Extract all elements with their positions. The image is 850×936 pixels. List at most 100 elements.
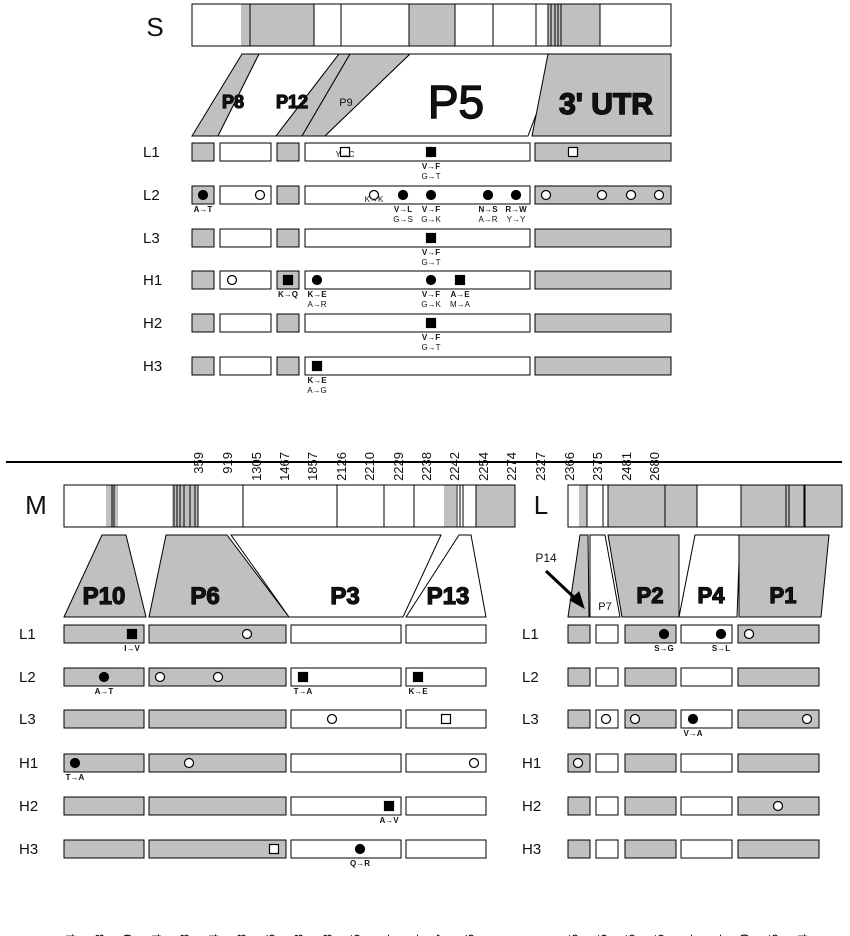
position-label: 433 [92, 934, 107, 936]
mutation-filled-square [297, 671, 309, 683]
gene-box-p14 [567, 667, 591, 687]
segment-label-m: M [25, 490, 47, 520]
segment-s-bar [191, 3, 672, 47]
mutation-open-circle [653, 189, 665, 201]
segment-l-panel: LP14P7P2P4P1L1L2L3H1H2H3S→GS→LV→A4558351… [522, 484, 843, 936]
position-label: 3561 [406, 934, 421, 936]
position-label: 2368 [320, 934, 335, 936]
region-label-p2: P2 [637, 583, 664, 608]
gene-box-3utr [534, 313, 672, 333]
gene-box-p7 [595, 753, 619, 773]
gene-box-p5 [304, 270, 531, 290]
position-label: 2327 [533, 452, 548, 481]
strain-label-l2: L2 [19, 669, 36, 686]
gene-box-p4 [680, 667, 733, 687]
mutation-open-circle [183, 757, 195, 769]
gene-box-p3 [290, 667, 402, 687]
nt-change: A→R [478, 215, 497, 224]
gene-box-p5 [304, 356, 531, 376]
mutation-open-square [567, 146, 579, 158]
position-label: 2210 [362, 452, 377, 481]
mutation-open-circle [743, 628, 755, 640]
mutation-open-circle [572, 757, 584, 769]
gene-box-p8 [191, 228, 215, 248]
gene-box-3utr [534, 270, 672, 290]
strain-label-h3: H3 [143, 358, 162, 375]
segment-label-l: L [534, 490, 548, 520]
nt-change: G→K [421, 300, 441, 309]
position-label: 2229 [391, 452, 406, 481]
gene-box-p12b [276, 356, 300, 376]
segment-s-bar-shade [409, 4, 428, 46]
strain-label-l1: L1 [522, 626, 539, 643]
gene-box-3utr [534, 228, 672, 248]
segment-m-bar-shade [476, 485, 515, 527]
region-label-p5: P5 [428, 76, 484, 128]
position-label: 2238 [419, 452, 434, 481]
strain-label-l2: L2 [522, 669, 539, 686]
aa-change: S→G [654, 644, 674, 653]
segment-m-bar-shade [444, 485, 456, 527]
position-label: 3626 [462, 934, 477, 936]
gene-box-p3 [290, 709, 402, 729]
region-3utr [531, 53, 672, 137]
gene-box-p2 [624, 839, 677, 859]
aa-change: K→Q [278, 290, 298, 299]
gene-box-p1 [737, 667, 820, 687]
gene-box-p5 [304, 185, 531, 205]
strain-label-h2: H2 [522, 798, 541, 815]
gene-box-p3 [290, 624, 402, 644]
region-label-p9: P9 [339, 97, 352, 109]
aa-change: V→F [422, 248, 440, 257]
gene-box-p2 [624, 709, 677, 729]
position-label: 2254 [476, 452, 491, 481]
gene-box-p4 [680, 796, 733, 816]
region-label-p13: P13 [427, 583, 470, 610]
region-p10 [63, 534, 147, 618]
gene-box-p13 [405, 796, 487, 816]
gene-box-p2 [624, 667, 677, 687]
position-label: 3211 [680, 934, 695, 936]
nt-change: Y→C [335, 150, 354, 159]
region-p6 [148, 534, 291, 618]
mutation-open-square [339, 146, 351, 158]
strain-label-h3: H3 [522, 841, 541, 858]
nt-change: G→T [421, 258, 440, 267]
gene-box-p10 [63, 839, 145, 859]
gene-box-p2 [624, 753, 677, 773]
mutation-open-circle [801, 713, 813, 725]
position-label: 1857 [305, 452, 320, 481]
strain-label-l3: L3 [143, 230, 160, 247]
gene-box-p6 [148, 796, 287, 816]
gene-box-p1 [737, 753, 820, 773]
gene-box-p12b [276, 185, 300, 205]
gene-box-p5 [304, 228, 531, 248]
gene-box-p13 [405, 667, 487, 687]
gene-box-p13 [405, 839, 487, 859]
segment-l-bar-shade [608, 485, 697, 527]
gene-box-p3 [290, 796, 402, 816]
region-p7 [589, 534, 621, 618]
gene-box-p4 [680, 753, 733, 773]
mutation-filled-circle [510, 189, 522, 201]
gene-box-p12b [276, 313, 300, 333]
aa-change: A→V [379, 816, 399, 825]
position-label: 3691 [709, 934, 724, 936]
mutation-filled-circle [98, 671, 110, 683]
mutation-filled-square [412, 671, 424, 683]
mutation-open-circle [596, 189, 608, 201]
mutation-filled-square [425, 232, 437, 244]
gene-box-p7 [595, 796, 619, 816]
nt-change: G→T [421, 172, 440, 181]
mutation-filled-circle [482, 189, 494, 201]
aa-change: Q→R [350, 859, 370, 868]
aa-change: V→L [394, 205, 412, 214]
aa-change: K→E [408, 687, 428, 696]
mutation-filled-square [454, 274, 466, 286]
gene-box-p5 [304, 313, 531, 333]
strain-label-h2: H2 [143, 315, 162, 332]
aa-change: V→F [422, 290, 440, 299]
position-label: 2835 [348, 934, 363, 936]
region-label-p10: P10 [83, 583, 126, 610]
mutation-filled-circle [658, 628, 670, 640]
